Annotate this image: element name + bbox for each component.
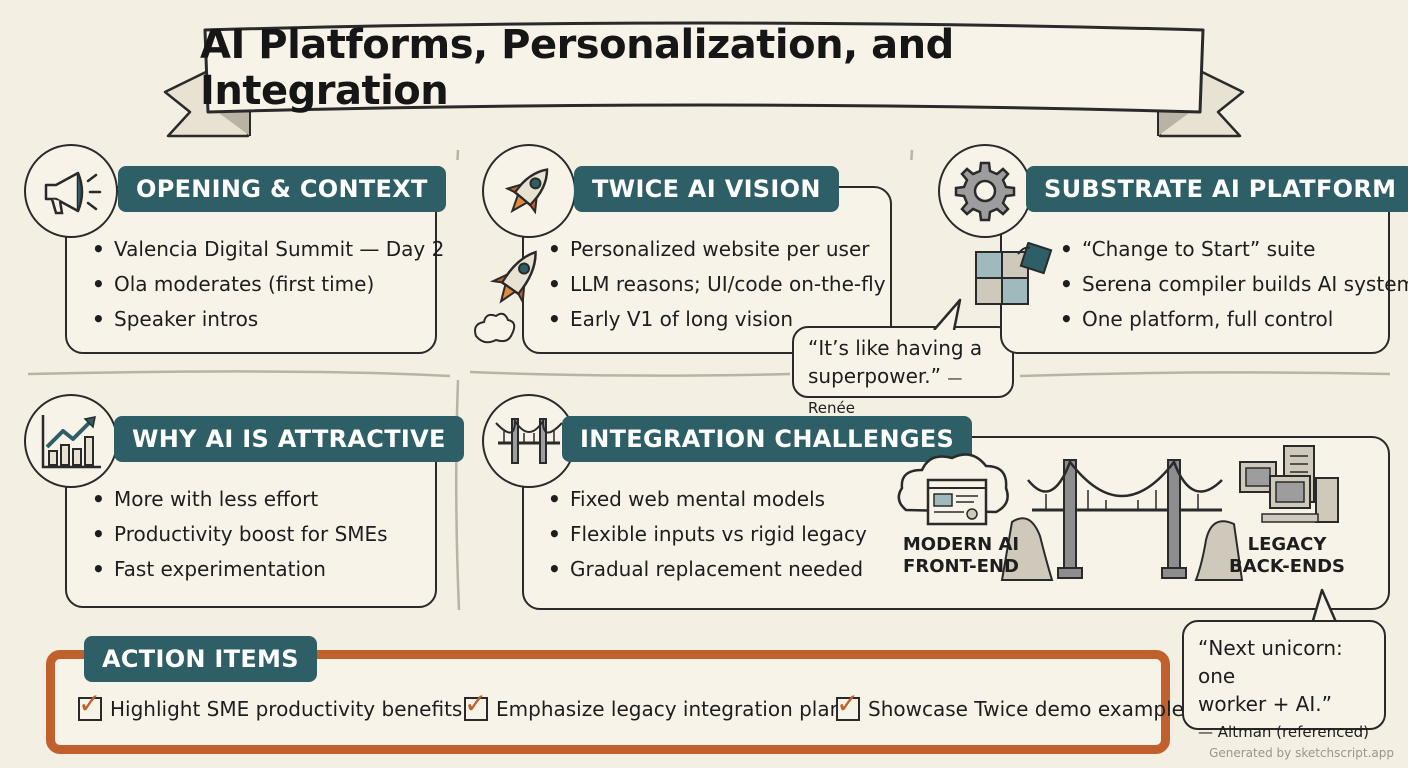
list-item: Valencia Digital Summit — Day 2: [92, 232, 444, 267]
legacy-backends-label: LEGACY BACK-ENDS: [1222, 534, 1352, 578]
diagram-label-line: MODERN AI: [902, 534, 1020, 555]
rocket-launch-icon: [474, 250, 537, 344]
checkbox-checked-icon: ✓: [836, 687, 860, 721]
action-item: ✓ Emphasize legacy integration plan: [464, 687, 843, 721]
opening-context-label: OPENING & CONTEXT: [118, 166, 446, 212]
list-item: Personalized website per user: [548, 232, 886, 267]
checkbox-checked-icon: ✓: [464, 687, 488, 721]
list-item: Productivity boost for SMEs: [92, 517, 388, 552]
list-item: Flexible inputs vs rigid legacy: [548, 517, 867, 552]
list-item: Early V1 of long vision: [548, 302, 886, 337]
section-divider: [27, 370, 1391, 378]
bridge-icon: [482, 394, 576, 488]
quote-attribution: — Renée: [808, 369, 963, 417]
list-item: Fast experimentation: [92, 552, 388, 587]
substrate-label: SUBSTRATE AI PLATFORM: [1026, 166, 1408, 212]
altman-quote-bubble: “Next unicorn: one worker + AI.” — Altma…: [1182, 620, 1386, 741]
list-item: “Change to Start” suite: [1060, 232, 1408, 267]
list-item: Speaker intros: [92, 302, 444, 337]
diagram-label-line: BACK-ENDS: [1229, 556, 1345, 577]
rocket-icon: [482, 144, 576, 238]
gear-icon: [938, 144, 1032, 238]
quote-attribution: — Altman (referenced): [1198, 723, 1370, 741]
list-item: Ola moderates (first time): [92, 267, 444, 302]
quote-text: worker + AI.”: [1198, 692, 1332, 716]
integration-list: Fixed web mental models Flexible inputs …: [548, 482, 867, 587]
speech-tail: [933, 298, 962, 330]
twice-vision-list: Personalized website per user LLM reason…: [548, 232, 886, 337]
substrate-list: “Change to Start” suite Serena compiler …: [1060, 232, 1408, 337]
page-title: AI Platforms, Personalization, and Integ…: [200, 22, 954, 114]
list-item: More with less effort: [92, 482, 388, 517]
bridge-diagram: [897, 445, 1339, 581]
action-items-label: ACTION ITEMS: [84, 636, 317, 682]
integration-label: INTEGRATION CHALLENGES: [562, 416, 973, 462]
quote-text: superpower.”: [808, 364, 942, 388]
twice-vision-label: TWICE AI VISION: [574, 166, 839, 212]
checkbox-checked-icon: ✓: [78, 687, 102, 721]
why-ai-label: WHY AI IS ATTRACTIVE: [114, 416, 464, 462]
megaphone-icon: [24, 144, 118, 238]
speech-tail: [1310, 588, 1338, 624]
action-item-label: Showcase Twice demo example: [868, 697, 1184, 721]
list-item: Fixed web mental models: [548, 482, 867, 517]
modern-ai-frontend-label: MODERN AI FRONT-END: [902, 534, 1020, 578]
diagram-label-line: FRONT-END: [903, 556, 1019, 577]
diagram-label-line: LEGACY: [1247, 534, 1327, 555]
action-item-label: Emphasize legacy integration plan: [496, 697, 843, 721]
opening-context-list: Valencia Digital Summit — Day 2 Ola mode…: [92, 232, 444, 337]
vertical-divider: [454, 380, 461, 610]
list-item: Gradual replacement needed: [548, 552, 867, 587]
quote-text: “Next unicorn: one: [1198, 636, 1343, 688]
action-item: ✓ Showcase Twice demo example: [836, 687, 1184, 721]
why-ai-list: More with less effort Productivity boost…: [92, 482, 388, 587]
list-item: LLM reasons; UI/code on-the-fly: [548, 267, 886, 302]
action-item: ✓ Highlight SME productivity benefits: [78, 687, 463, 721]
action-item-label: Highlight SME productivity benefits: [110, 697, 463, 721]
growth-chart-icon: [24, 394, 118, 488]
footer-credit: Generated by sketchscript.app: [1209, 746, 1394, 760]
title-banner: [163, 21, 1245, 160]
quote-text: “It’s like having a: [808, 336, 983, 360]
list-item: Serena compiler builds AI systems: [1060, 267, 1408, 302]
puzzle-icon: [975, 242, 1053, 305]
list-item: One platform, full control: [1060, 302, 1408, 337]
renee-quote-bubble: “It’s like having a superpower.” — Renée: [792, 326, 1014, 417]
